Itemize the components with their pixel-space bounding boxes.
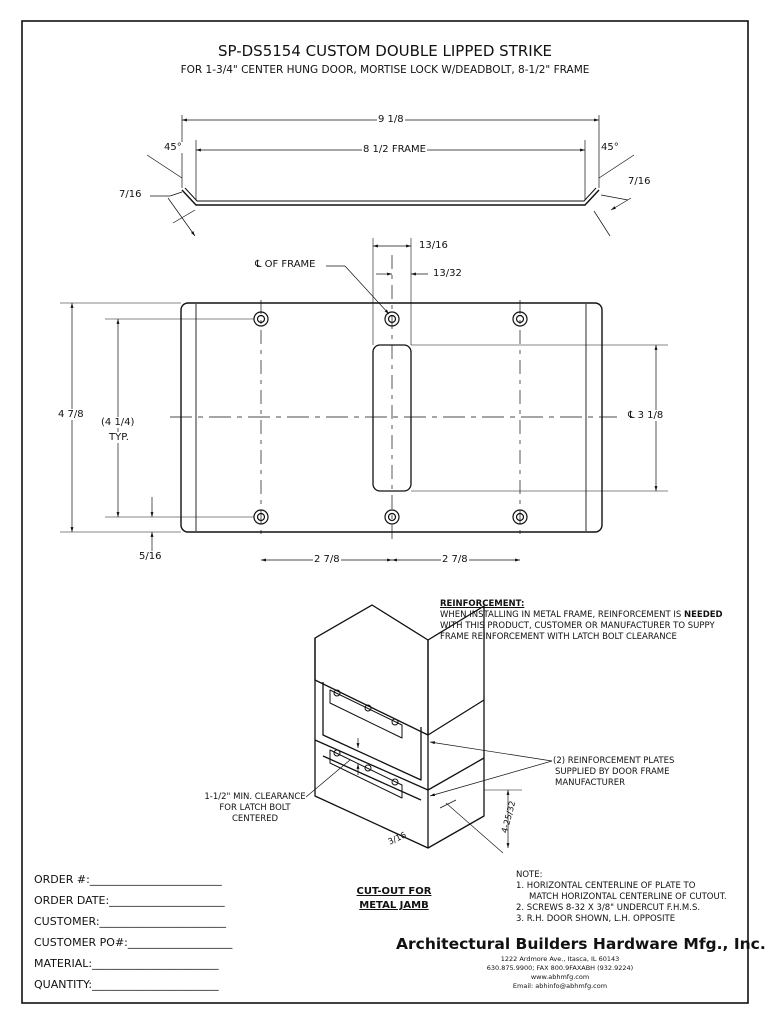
material-field: MATERIAL:_______________________ — [34, 957, 219, 970]
note-1: 1. HORIZONTAL CENTERLINE OF PLATE TO — [516, 881, 696, 891]
company-address: 1222 Ardmore Ave., Itasca, IL 60143 — [500, 955, 620, 963]
customer-po-field: CUSTOMER PO#:___________________ — [34, 936, 233, 949]
note-2: 2. SCREWS 8-32 X 3/8" UNDERCUT F.H.M.S. — [516, 903, 701, 913]
cutout-label-1: CUT-OUT FOR — [356, 886, 432, 897]
screw-hole — [384, 311, 400, 327]
reinforcement-heading: REINFORCEMENT: — [440, 599, 525, 609]
dim-frame: 8 1/2 FRAME — [362, 144, 427, 155]
dim-overall: 9 1/8 — [377, 114, 405, 125]
screw-hole — [512, 509, 528, 525]
profile-view — [146, 115, 635, 237]
dim-hole-spacing: (4 1/4) — [100, 417, 136, 428]
note-3: 3. R.H. DOOR SHOWN, L.H. OPPOSITE — [516, 914, 676, 924]
note-heading: NOTE: — [516, 870, 543, 880]
clearance-callout-3: CENTERED — [231, 814, 279, 824]
plates-callout-2: SUPPLIED BY DOOR FRAME — [555, 767, 670, 777]
dim-spacing-left: 2 7/8 — [313, 554, 341, 565]
reinforcement-needed: NEEDED — [683, 610, 723, 620]
dim-lip-left: 7/16 — [118, 189, 143, 200]
screw-hole — [384, 509, 400, 525]
dim-height: 4 7/8 — [57, 409, 85, 420]
plates-callout-3: MANUFACTURER — [555, 778, 626, 788]
dim-slot-offset: 13/16 — [418, 240, 449, 251]
company-name: Architectural Builders Hardware Mfg., In… — [396, 935, 766, 953]
cutout-label-2: METAL JAMB — [359, 900, 429, 911]
order-date-field: ORDER DATE:_____________________ — [34, 894, 225, 907]
screw-hole — [512, 311, 528, 327]
note-1-cont: MATCH HORIZONTAL CENTERLINE OF CUTOUT. — [529, 892, 727, 902]
dim-angle-left: 45° — [163, 142, 183, 153]
clearance-callout-2: FOR LATCH BOLT — [219, 803, 291, 813]
reinforcement-line-1: WHEN INSTALLING IN METAL FRAME, REINFORC… — [440, 610, 723, 621]
dim-angle-right: 45° — [600, 142, 620, 153]
frame-centerline-label: ℄ OF FRAME — [254, 259, 317, 270]
dim-slot-width: 13/32 — [432, 268, 463, 279]
company-web: www.abhmfg.com — [530, 973, 590, 981]
customer-field: CUSTOMER:_______________________ — [34, 915, 227, 928]
reinforcement-line-2: WITH THIS PRODUCT, CUSTOMER OR MANUFACTU… — [440, 621, 715, 631]
sheet-border — [21, 20, 749, 1004]
cutout-isometric — [305, 604, 553, 854]
front-view — [60, 238, 668, 562]
reinforcement-line-3: FRAME REINFORCEMENT WITH LATCH BOLT CLEA… — [440, 632, 677, 642]
reinforcement-line-1-text: WHEN INSTALLING IN METAL FRAME, REINFORC… — [440, 610, 684, 620]
plates-callout-1: (2) REINFORCEMENT PLATES — [553, 756, 675, 766]
clearance-callout-1: 1-1/2" MIN. CLEARANCE — [204, 792, 306, 802]
drawing-title: SP-DS5154 CUSTOM DOUBLE LIPPED STRIKE — [217, 42, 553, 60]
dim-spacing-right: 2 7/8 — [441, 554, 469, 565]
drawing-subtitle: FOR 1-3/4" CENTER HUNG DOOR, MORTISE LOC… — [180, 64, 590, 76]
company-phone: 630.875.9900; FAX 800.9FAXABH (932.9224) — [486, 964, 634, 972]
company-email: Email: abhinfo@abhmfg.com — [512, 982, 608, 990]
dim-edge-offset: 5/16 — [138, 551, 163, 562]
dim-slot-height: ℄ 3 1/8 — [627, 410, 665, 421]
dim-hole-spacing-note: TYP. — [108, 432, 130, 443]
order-number-field: ORDER #:________________________ — [34, 873, 222, 886]
quantity-field: QUANTITY:_______________________ — [34, 978, 219, 991]
dim-lip-right: 7/16 — [627, 176, 652, 187]
